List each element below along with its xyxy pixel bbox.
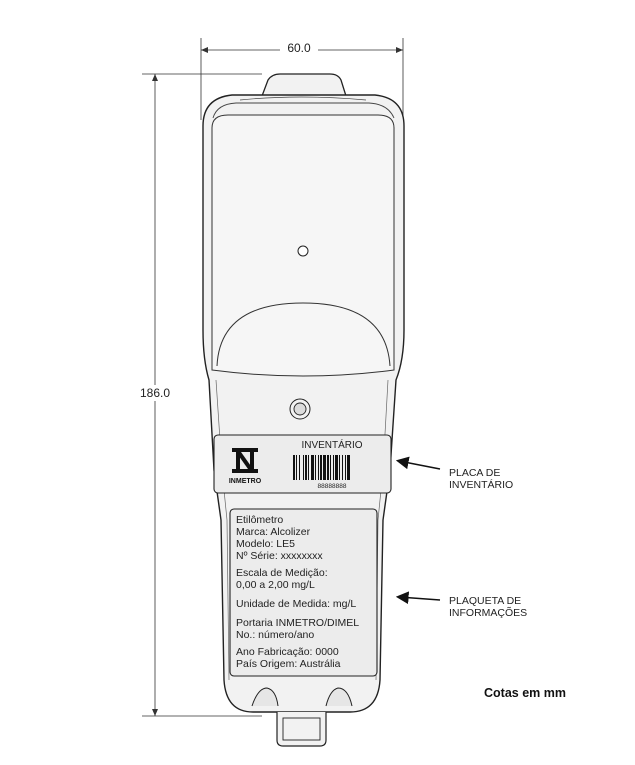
info-line-0: Etilômetro — [236, 514, 283, 526]
barcode-bar — [339, 455, 340, 480]
info-line-7: Portaria INMETRO/DIMEL — [236, 617, 359, 629]
barcode-bar — [318, 455, 319, 480]
barcode — [293, 455, 350, 480]
width-label: 60.0 — [287, 41, 311, 55]
inmetro-logo-icon — [232, 448, 258, 473]
info-line-4: Escala de Medição: — [236, 567, 328, 579]
inventory-tag: INMETRO INVENTÁRIO 88888888 — [213, 434, 392, 494]
units-note: Cotas em mm — [484, 686, 566, 700]
barcode-number: 88888888 — [318, 483, 347, 490]
barcode-bar — [293, 455, 295, 480]
inventory-title: INVENTÁRIO — [301, 438, 362, 451]
barcode-bar — [320, 455, 322, 480]
info-line-2: Modelo: LE5 — [236, 538, 295, 550]
height-dimension: 186.0 — [134, 73, 262, 717]
info-line-9: Ano Fabricação: 0000 — [236, 646, 339, 658]
height-label: 186.0 — [140, 386, 170, 400]
barcode-bar — [335, 455, 338, 480]
barcode-bar — [303, 455, 304, 480]
sensor-hole-icon — [297, 245, 309, 257]
barcode-bar — [308, 455, 309, 480]
barcode-bar — [327, 455, 329, 480]
info-line-5: 0,00 a 2,00 mg/L — [236, 579, 315, 591]
info-line-6: Unidade de Medida: mg/L — [236, 598, 356, 610]
callout-info-plate: PLAQUETA DE INFORMAÇÕES — [395, 591, 527, 619]
info-plate: Etilômetro Marca: Alcolizer Modelo: LE5 … — [229, 508, 378, 677]
barcode-bar — [342, 455, 343, 480]
barcode-bar — [333, 455, 334, 480]
callout-inventory-plate: PLACA DE INVENTÁRIO — [395, 456, 513, 491]
callout-inventory-line-1: PLACA DE — [449, 467, 500, 479]
info-line-8: No.: número/ano — [236, 629, 314, 641]
callout-info-line-2: INFORMAÇÕES — [449, 606, 527, 619]
barcode-bar — [347, 455, 350, 480]
callout-inventory-line-2: INVENTÁRIO — [449, 478, 513, 491]
barcode-bar — [299, 455, 300, 480]
width-dimension: 60.0 — [200, 38, 404, 120]
callout-info-line-1: PLAQUETA DE — [449, 595, 521, 607]
info-line-3: Nº Série: xxxxxxxx — [236, 550, 323, 562]
barcode-bar — [311, 455, 314, 480]
info-line-10: País Origem: Austrália — [236, 658, 341, 670]
barcode-bar — [323, 455, 326, 480]
barcode-bar — [296, 455, 297, 480]
inmetro-logo-label: INMETRO — [229, 478, 262, 485]
barcode-bar — [305, 455, 307, 480]
barcode-bar — [330, 455, 331, 480]
info-line-1: Marca: Alcolizer — [236, 526, 311, 538]
barcode-bar — [345, 455, 346, 480]
barcode-bar — [315, 455, 316, 480]
